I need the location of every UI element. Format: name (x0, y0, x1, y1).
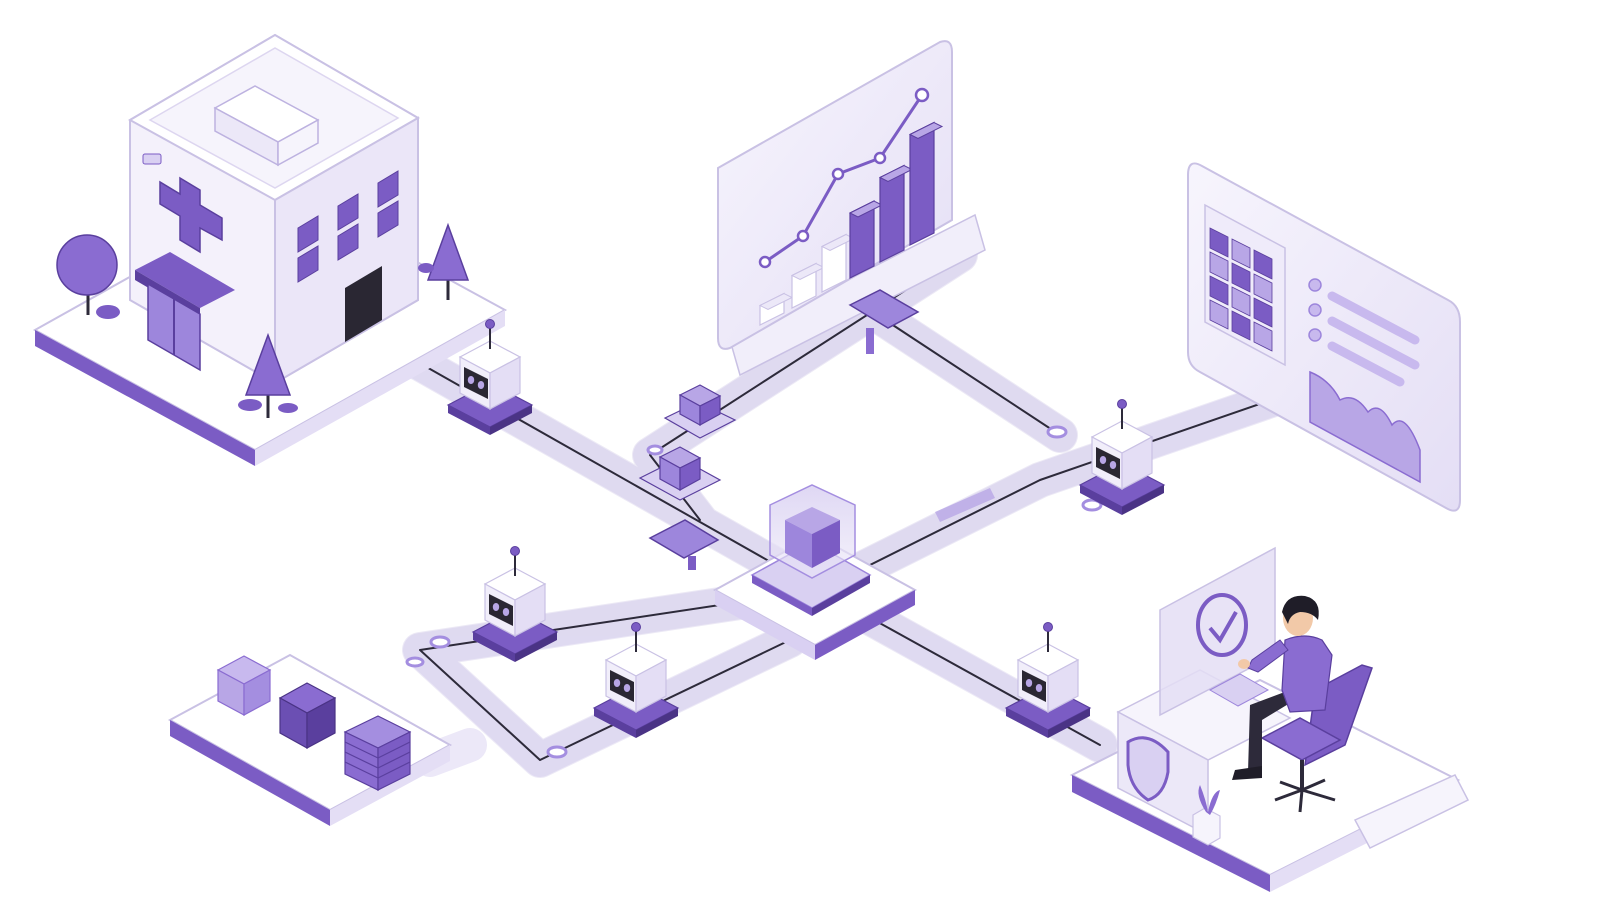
central-hub (712, 484, 918, 660)
server-stack-icon (343, 715, 412, 791)
chart-bar (848, 200, 884, 279)
grid-cell (1209, 299, 1229, 330)
package-icon (663, 384, 737, 439)
grid-cell (1253, 297, 1273, 328)
operator-station (1069, 546, 1470, 892)
tree-icon (418, 222, 470, 300)
package-icon (638, 446, 722, 501)
analytics-board (717, 40, 986, 377)
grid-cell (1209, 227, 1229, 258)
storage-platform (167, 653, 453, 826)
tree-icon (238, 332, 298, 418)
robot-icon (1078, 399, 1166, 515)
grid-cell (1209, 251, 1229, 282)
area-chart-icon (1309, 370, 1421, 484)
check-circle-icon (1196, 593, 1248, 657)
hospital-platform (32, 33, 508, 466)
records-board (1187, 162, 1461, 512)
grid-cell (1253, 321, 1273, 352)
chart-bar (790, 262, 826, 309)
grid-table-icon (1209, 227, 1273, 352)
grid-cell (1253, 249, 1273, 280)
grid-cell (1231, 262, 1251, 293)
plant-icon (1192, 785, 1221, 846)
grid-cell (1231, 310, 1251, 341)
robot-icon (1004, 622, 1092, 738)
medical-cross-icon (159, 176, 223, 254)
grid-cell (1253, 273, 1273, 304)
chart-bar (878, 164, 914, 263)
box-icon (216, 655, 272, 717)
grid-cell (1231, 286, 1251, 317)
delivery-robots (446, 319, 1166, 738)
line-chart-icon (758, 87, 930, 269)
box-icon (278, 682, 337, 750)
sorting-gate (648, 519, 720, 570)
operator-person (1232, 595, 1333, 780)
tree-icon (56, 234, 120, 319)
bar-chart-icon (758, 121, 944, 326)
robot-icon (446, 319, 534, 435)
robot-icon (471, 546, 559, 662)
grid-cell (1231, 238, 1251, 269)
grid-cell (1209, 275, 1229, 306)
chart-bar (908, 121, 944, 246)
robot-icon (592, 622, 680, 738)
hospital-building (127, 33, 421, 385)
track-packages (638, 384, 995, 522)
shield-icon (1126, 736, 1170, 802)
cube-icon (769, 484, 856, 579)
list-icon (1308, 278, 1420, 387)
hospital-windows (297, 170, 399, 283)
